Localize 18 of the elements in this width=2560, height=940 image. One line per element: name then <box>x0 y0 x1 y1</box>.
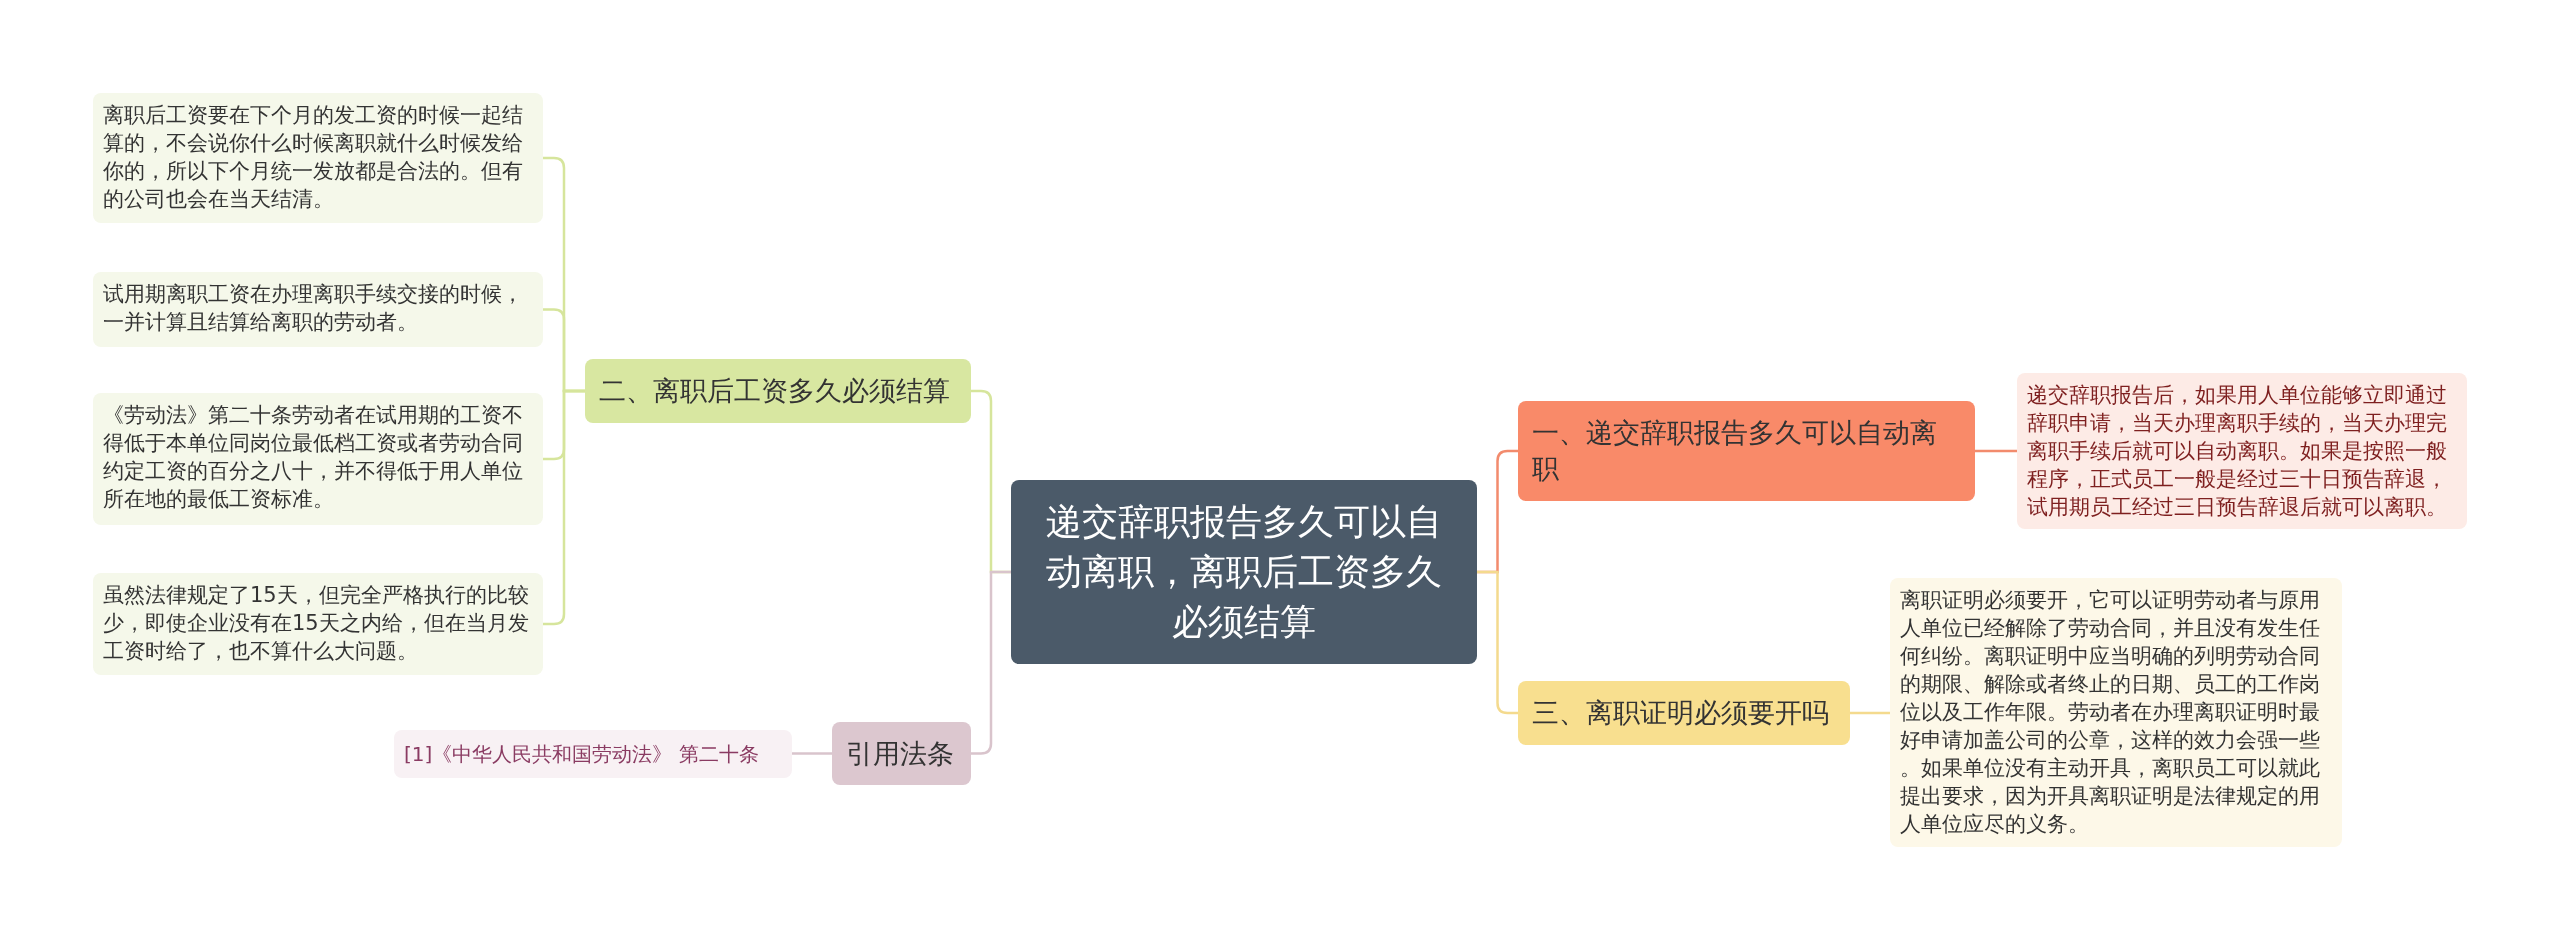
branch-topic: 二、离职后工资多久必须结算 <box>585 359 971 423</box>
branch-topic: 一、递交辞职报告多久可以自动离职 <box>1518 401 1975 501</box>
connector-line <box>1850 711 1890 715</box>
connector-line <box>1477 570 1518 715</box>
reference-note: [1]《中华人民共和国劳动法》 第二十条 <box>394 730 792 778</box>
note-card: 离职证明必须要开，它可以证明劳动者与原用人单位已经解除了劳动合同，并且没有发生任何纠纷。离职证明中应当明确的列明劳动合同的期限、解除或者终止的日期、员工的工作岗位以及工作年限。劳动者在办理离职证明时最好申请加盖公司的公章，这样的效力会强一些。如果单位没有主动开具，离职员工可以就此提出要求，因为开具离职证明是法律规定的用人单位应尽的义务。 <box>1890 578 2342 847</box>
connector-line <box>543 389 585 626</box>
note-card: 离职后工资要在下个月的发工资的时候一起结算的，不会说你什么时候离职就什么时候发给你的，所以下个月统一发放都是合法的。但有的公司也会在当天结清。 <box>93 93 543 223</box>
branch-topic: 引用法条 <box>832 722 971 785</box>
connector-line <box>971 570 1011 755</box>
note-card: 虽然法律规定了15天，但完全严格执行的比较少，即使企业没有在15天之内给，但在当月发工资时给了，也不算什么大问题。 <box>93 573 543 675</box>
connector-line <box>792 752 832 755</box>
note-card: 《劳动法》第二十条劳动者在试用期的工资不得低于本单位同岗位最低档工资或者劳动合同约定工资的百分之八十，并不得低于用人单位所在地的最低工资标准。 <box>93 393 543 525</box>
connector-line <box>1975 449 2017 453</box>
note-card: 递交辞职报告后，如果用人单位能够立即通过辞职申请，当天办理离职手续的，当天办理完离职手续后就可以自动离职。如果是按照一般程序，正式员工一般是经过三十日预告辞退，试用期员工经过三日预告辞退后就可以离职。 <box>2017 373 2467 529</box>
branch-topic: 三、离职证明必须要开吗 <box>1518 681 1850 745</box>
central-topic: 递交辞职报告多久可以自动离职，离职后工资多久必须结算 <box>1011 480 1477 664</box>
note-card: 试用期离职工资在办理离职手续交接的时候，一并计算且结算给离职的劳动者。 <box>93 272 543 347</box>
